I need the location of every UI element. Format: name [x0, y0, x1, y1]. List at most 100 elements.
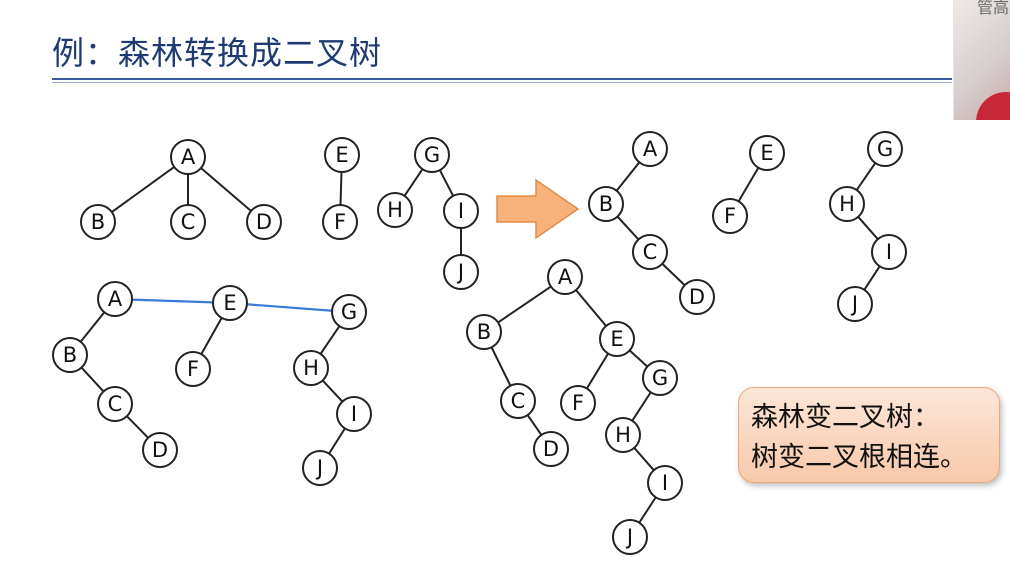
tree-node-f4-H: H [605, 417, 641, 453]
node-circle [599, 321, 635, 357]
edge-f4-E-f4-G [628, 349, 649, 368]
node-circle [829, 186, 865, 222]
tree-node-f3-I: I [336, 396, 372, 432]
callout-line-2: 树变二叉根相连。 [751, 442, 967, 473]
node-label: C [643, 240, 658, 264]
tree-node-f1-D: D [246, 204, 282, 240]
edge-f3-H-f3-I [321, 379, 344, 403]
node-label: F [724, 204, 736, 228]
sibling-link-f3-A-f3-E [131, 298, 214, 304]
tree-node-f2-I: I [871, 234, 907, 270]
node-label: A [108, 287, 123, 311]
node-label: A [181, 145, 196, 169]
node-label: J [315, 456, 323, 480]
tree-node-f3-D: D [142, 432, 178, 468]
node-circle [443, 254, 479, 290]
tree-node-f1-G: G [414, 137, 450, 173]
node-label: B [599, 192, 613, 216]
edge-f2-H-f2-I [857, 216, 879, 240]
node-label: F [187, 357, 199, 381]
edge-f1-A-f1-B [111, 166, 175, 213]
node-circle [466, 314, 502, 350]
node-circle [377, 192, 413, 228]
tree-node-f3-B: B [52, 337, 88, 373]
node-label: D [256, 210, 272, 234]
node-label: I [886, 240, 892, 264]
node-label: C [511, 389, 526, 413]
tree-node-f1-C: C [170, 204, 206, 240]
tree-node-f4-E: E [599, 321, 635, 357]
tree-node-f2-H: H [829, 186, 865, 222]
edge-f3-E-f3-F [200, 317, 223, 355]
node-circle [632, 131, 668, 167]
node-label: E [610, 327, 623, 351]
presenter-webcam-overlay: 管高 [953, 0, 1010, 120]
node-label: C [108, 392, 123, 416]
node-circle [302, 450, 338, 486]
node-circle [443, 193, 479, 229]
tree-node-f2-A: A [632, 131, 668, 167]
edge-f3-I-f3-J [328, 427, 346, 455]
node-label: G [652, 366, 668, 390]
edge-f2-A-f2-B [615, 161, 641, 192]
tree-node-f2-C: C [632, 234, 668, 270]
node-label: I [458, 199, 464, 223]
node-label: H [839, 192, 855, 216]
node-label: I [351, 402, 357, 426]
node-label: A [643, 137, 658, 161]
tree-node-f3-E: E [212, 285, 248, 321]
edge-f4-A-f4-E [575, 289, 607, 327]
node-circle [80, 204, 116, 240]
tree-node-f2-F: F [712, 198, 748, 234]
tree-node-f4-I: I [647, 465, 683, 501]
edge-f2-I-f2-J [863, 265, 881, 291]
tree-node-f1-A: A [170, 139, 206, 175]
node-circle [679, 279, 715, 315]
tree-node-f1-I: I [443, 193, 479, 229]
node-label: J [850, 292, 858, 316]
node-label: G [424, 143, 440, 167]
tree-node-f4-J: J [612, 519, 648, 555]
node-label: J [456, 260, 464, 284]
node-circle [560, 385, 596, 421]
node-circle [588, 186, 624, 222]
edge-f1-G-f1-I [438, 169, 455, 197]
node-label: G [341, 300, 357, 324]
tree-node-f4-A: A [547, 259, 583, 295]
tree-node-f2-G: G [867, 131, 903, 167]
tree-node-f3-F: F [175, 351, 211, 387]
tree-node-f1-B: B [80, 204, 116, 240]
node-circle [867, 131, 903, 167]
tree-node-f3-C: C [97, 386, 133, 422]
edge-f4-I-f4-J [638, 496, 657, 524]
tree-node-f4-B: B [466, 314, 502, 350]
tree-node-f3-H: H [293, 350, 329, 386]
node-label: H [303, 356, 319, 380]
edge-f4-A-f4-B [497, 285, 552, 324]
node-circle [322, 204, 358, 240]
node-label: D [152, 438, 168, 462]
node-label: J [625, 525, 633, 549]
node-circle [52, 337, 88, 373]
title-underline-thin [52, 82, 952, 83]
summary-callout: 森林变二叉树： 树变二叉根相连。 [738, 387, 1000, 483]
tree-node-f1-E: E [324, 137, 360, 173]
node-circle [500, 383, 536, 419]
node-circle [170, 204, 206, 240]
tree-node-f1-F: F [322, 204, 358, 240]
tree-node-f1-H: H [377, 192, 413, 228]
title-underline [52, 78, 952, 80]
tree-node-f4-F: F [560, 385, 596, 421]
node-circle [605, 417, 641, 453]
node-label: I [662, 471, 668, 495]
right-arrow-icon [496, 178, 580, 240]
tree-node-f3-G: G [331, 294, 367, 330]
node-label: F [572, 391, 584, 415]
node-circle [142, 432, 178, 468]
callout-line-1: 森林变二叉树： [751, 402, 940, 433]
edge-f4-H-f4-I [633, 447, 655, 471]
node-circle [647, 465, 683, 501]
node-circle [642, 360, 678, 396]
tree-node-f4-G: G [642, 360, 678, 396]
